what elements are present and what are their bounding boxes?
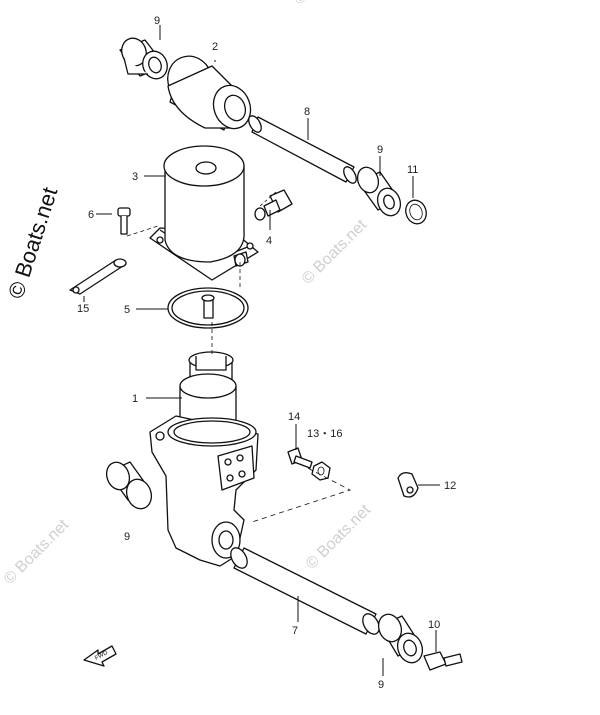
part-5-oring xyxy=(167,287,249,329)
part-9-bushing-top xyxy=(119,37,168,80)
watermark-faint-2: © Boats.net xyxy=(1,516,73,588)
callout-9-bottom: 9 xyxy=(378,679,384,691)
callout-5: 5 xyxy=(124,304,130,316)
part-12-clamp xyxy=(397,472,419,498)
part-14-bolt xyxy=(287,447,313,469)
callout-6: 6 xyxy=(88,209,94,221)
callout-3: 3 xyxy=(132,171,138,183)
callout-7: 7 xyxy=(292,625,298,637)
callout-2: 2 xyxy=(212,41,218,53)
part-9-bushing-bottom xyxy=(377,613,424,664)
callout-9-mid: 9 xyxy=(377,144,383,156)
part-13-16-nut xyxy=(311,461,331,481)
watermark-faint-4: © Boats.net xyxy=(291,0,354,7)
watermark-main: © Boats.net xyxy=(3,184,62,301)
part-1-cylinder xyxy=(149,351,259,567)
part-7-rod xyxy=(230,547,380,635)
part-2-sleeve xyxy=(167,55,252,131)
callout-11: 11 xyxy=(407,164,418,176)
callout-10: 10 xyxy=(428,619,440,631)
callout-labels: 9 2 8 9 11 3 6 4 15 5 1 14 13・16 12 9 7 … xyxy=(77,15,456,691)
callout-12: 12 xyxy=(444,480,456,492)
fwd-arrow-icon: FWD xyxy=(83,645,117,667)
callout-15: 15 xyxy=(77,303,89,315)
part-11-circlip xyxy=(405,199,427,225)
watermark-faint-1: © Boats.net xyxy=(299,216,371,288)
part-6-bolt xyxy=(117,207,159,237)
callout-4: 4 xyxy=(266,235,272,247)
part-9-bushing-left xyxy=(105,461,153,510)
part-4-fitting xyxy=(254,189,293,221)
part-10-bolt xyxy=(423,651,463,671)
callout-14: 14 xyxy=(288,411,300,423)
callout-9-left: 9 xyxy=(124,531,130,543)
callout-13-16: 13・16 xyxy=(307,428,342,440)
watermark-faint-3: © Boats.net xyxy=(303,501,375,573)
callout-1: 1 xyxy=(132,393,138,405)
part-15-bracket xyxy=(69,258,127,295)
part-8-rod xyxy=(248,115,357,184)
part-9-bushing-mid xyxy=(356,166,402,217)
part-3-motor xyxy=(149,145,259,281)
leader-lines xyxy=(83,25,440,676)
callout-9-top: 9 xyxy=(154,15,160,27)
callout-8: 8 xyxy=(304,106,310,118)
